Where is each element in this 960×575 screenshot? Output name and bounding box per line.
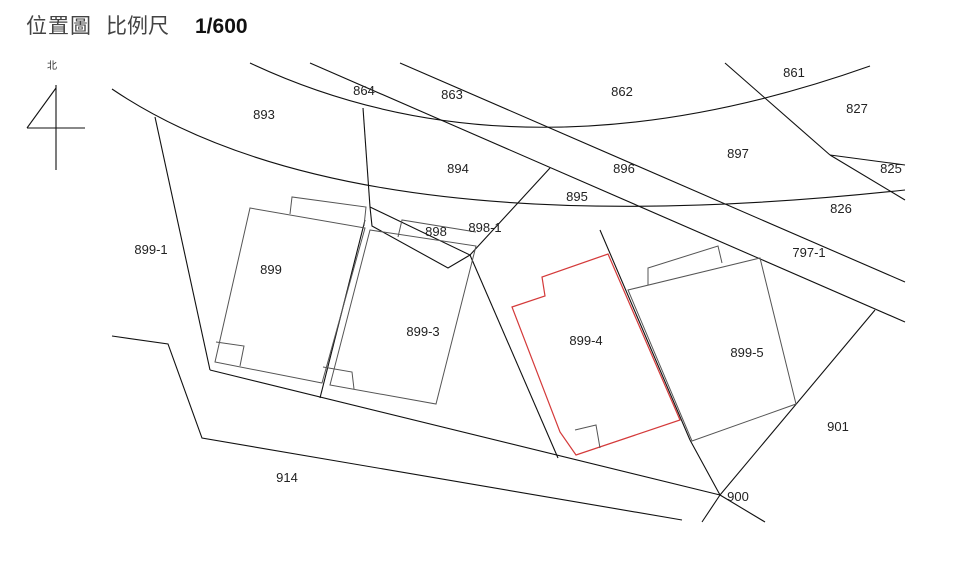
boundary-line: [701, 494, 721, 523]
north-label: 北: [47, 60, 57, 72]
north-arrow-icon: [26, 85, 85, 170]
highlight-area: [511, 253, 681, 456]
parcel-label-894: 894: [447, 161, 469, 176]
building-outline: [322, 366, 355, 390]
boundary-line: [829, 154, 906, 201]
parcel-label-864: 864: [353, 83, 375, 98]
boundary-line: [719, 309, 876, 496]
parcel-labels: 861 827 825 826 862 863 864 893 894 895 …: [134, 65, 901, 504]
parcel-label-826: 826: [830, 201, 852, 216]
parcel-label-898-1: 898-1: [468, 220, 501, 235]
parcel-boundaries: [111, 62, 906, 523]
scale-label: 比例尺: [106, 14, 169, 38]
boundary-line: [209, 369, 721, 496]
parcel-label-797-1: 797-1: [792, 245, 825, 260]
boundary-line: [154, 116, 211, 371]
parcel-label-899: 899: [260, 262, 282, 277]
parcel-label-861: 861: [783, 65, 805, 80]
parcel-label-825: 825: [880, 161, 902, 176]
building-outline: [627, 257, 797, 442]
parcel-label-893: 893: [253, 107, 275, 122]
boundary-line: [469, 167, 551, 256]
parcel-label-899-5: 899-5: [730, 345, 763, 360]
scale-value: 1/600: [195, 15, 248, 38]
parcel-label-895: 895: [566, 189, 588, 204]
boundary-line: [309, 62, 906, 323]
parcel-label-898: 898: [425, 224, 447, 239]
boundary-line: [362, 107, 371, 208]
boundary-line: [469, 254, 559, 459]
parcel-label-901: 901: [827, 419, 849, 434]
boundary-line: [399, 62, 906, 283]
building-outline: [329, 229, 477, 405]
boundary-line: [111, 335, 683, 521]
building-outline: [647, 245, 723, 285]
building-outline: [214, 207, 366, 384]
boundary-line: [689, 439, 721, 496]
parcel-label-914: 914: [276, 470, 298, 485]
parcel-label-896: 896: [613, 161, 635, 176]
boundary-line: [249, 62, 871, 128]
parcel-label-863: 863: [441, 87, 463, 102]
boundary-line: [369, 206, 472, 269]
boundary-line: [111, 88, 906, 207]
parcel-label-862: 862: [611, 84, 633, 99]
parcel-label-827: 827: [846, 101, 868, 116]
boundary-line: [719, 494, 766, 523]
parcel-label-899-3: 899-3: [406, 324, 439, 339]
building-outline: [397, 219, 477, 238]
parcel-label-900: 900: [727, 489, 749, 504]
building-outlines: [214, 196, 797, 442]
map-title: 位置圖: [26, 14, 92, 38]
parcel-label-899-1: 899-1: [134, 242, 167, 257]
map-header: 位置圖 比例尺 1/600: [26, 10, 248, 42]
building-outline: [215, 341, 245, 367]
parcel-label-899-4: 899-4: [569, 333, 602, 348]
parcel-label-897: 897: [727, 146, 749, 161]
boundary-line: [599, 229, 691, 441]
parcel-899-4-highlight: [511, 253, 681, 456]
building-outline: [574, 424, 601, 449]
building-outline: [289, 196, 367, 227]
boundary-line: [724, 62, 831, 156]
boundary-line: [829, 154, 906, 166]
